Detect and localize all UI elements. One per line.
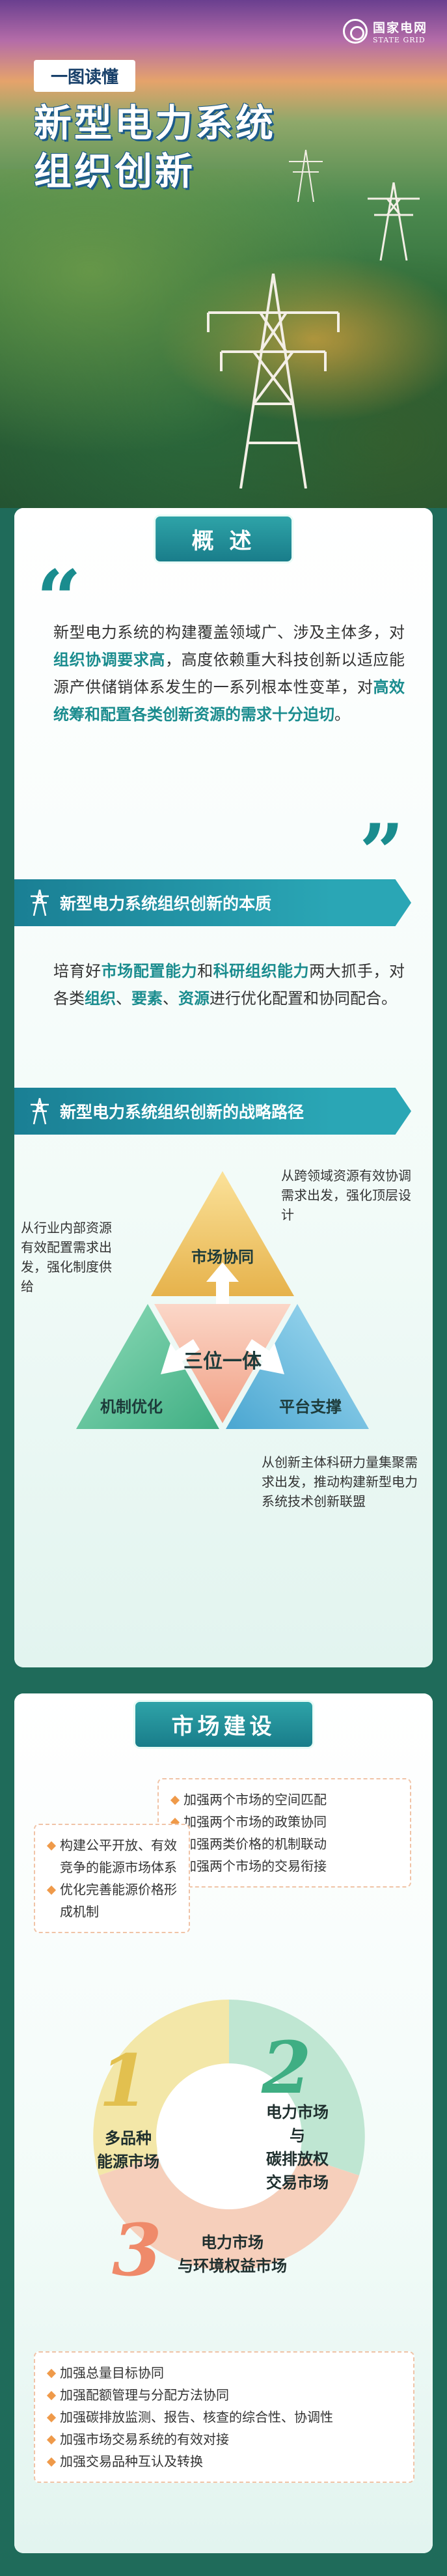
market-box-bottom: 加强总量目标协同 加强配额管理与分配方法协同 加强碳排放监测、报告、核查的综合性… (34, 2351, 414, 2483)
triad-top-triangle (151, 1171, 294, 1296)
ring-label-1: 多品种能源市场 (97, 2129, 159, 2171)
overview-section-title: 概 述 (153, 515, 294, 563)
close-quote-icon: ” (359, 807, 405, 899)
list-item: 优化完善能源价格形成机制 (47, 1878, 177, 1923)
triad-center-label: 三位一体 (183, 1350, 262, 1373)
logo-chinese-text: 国家电网 (372, 21, 427, 35)
state-grid-logo: 国家电网 STATE GRID (342, 18, 427, 44)
triad-right-triangle (226, 1304, 369, 1429)
tower-icon (31, 1097, 49, 1125)
arrow-left-icon (161, 1339, 200, 1374)
triad-top-label: 市场协同 (191, 1248, 254, 1266)
list-item: 加强两类价格的机制联动 (170, 1833, 398, 1855)
ring-number-1: 1 (99, 2039, 149, 2123)
essence-banner: 新型电力系统组织创新的本质 (14, 879, 411, 926)
triad-diagram (76, 1171, 369, 1429)
list-item: 加强两个市场的交易衔接 (170, 1855, 398, 1877)
triad-note-top: 从跨领域资源有效协调需求出发，强化顶层设计 (281, 1168, 411, 1223)
forest-background (0, 169, 447, 508)
essence-banner-text: 新型电力系统组织创新的本质 (60, 894, 272, 913)
transmission-tower-icon (207, 274, 340, 488)
transmission-tower-icon (289, 150, 323, 202)
ring-label-3: 电力市场与环境权益市场 (178, 2233, 287, 2275)
ring-segment-1 (93, 2000, 229, 2175)
market-ring-diagram (93, 2000, 365, 2271)
list-item: 构建公平开放、有效竞争的能源市场体系 (47, 1834, 177, 1878)
triad-left-triangle (76, 1304, 219, 1429)
path-banner-text: 新型电力系统组织创新的战略路径 (60, 1103, 305, 1122)
title-line-2: 组织创新 (34, 149, 196, 193)
list-item: 加强市场交易系统的有效对接 (47, 2428, 401, 2450)
ring-number-3: 3 (112, 2208, 162, 2292)
tower-icon (31, 889, 49, 916)
page-title: 新型电力系统 组织创新 (34, 99, 276, 195)
list-item: 加强碳排放监测、报告、核查的综合性、协调性 (47, 2406, 401, 2428)
market-section-title: 市场建设 (133, 1700, 314, 1749)
arrow-right-icon (245, 1339, 284, 1374)
arrow-up-icon (206, 1262, 239, 1304)
list-item: 加强两个市场的政策协同 (170, 1811, 398, 1833)
market-box-right: 加强两个市场的空间匹配 加强两个市场的政策协同 加强两类价格的机制联动 加强两个… (157, 1778, 411, 1888)
list-item: 加强总量目标协同 (47, 2362, 401, 2384)
open-quote-icon: “ (36, 553, 82, 645)
title-line-1: 新型电力系统 (34, 101, 277, 145)
triad-center-triangle (154, 1304, 291, 1423)
triad-note-right: 从创新主体科研力量集聚需求出发，推动构建新型电力系统技术创新联盟 (262, 1454, 418, 1509)
transmission-tower-icon (368, 182, 420, 261)
path-banner: 新型电力系统组织创新的战略路径 (14, 1088, 411, 1135)
essence-paragraph: 培育好市场配置能力和科研组织能力两大抓手，对各类组织、要素、资源进行优化配置和协… (53, 962, 405, 1008)
ring-number-2: 2 (262, 2026, 312, 2110)
ring-segment-2 (229, 2000, 365, 2175)
market-box-left: 构建公平开放、有效竞争的能源市场体系 优化完善能源价格形成机制 (34, 1824, 190, 1933)
triad-note-left: 从行业内部资源有效配置需求出发，强化制度供给 (21, 1220, 112, 1294)
list-item: 加强交易品种互认及转换 (47, 2450, 401, 2472)
ring-segment-3 (99, 2156, 359, 2271)
overview-card: 概 述 “ 新型电力系统的构建覆盖领域广、涉及主体多，对组织协调要求高，高度依赖… (14, 508, 433, 1667)
market-card: 市场建设 加强两个市场的空间匹配 加强两个市场的政策协同 加强两类价格的机制联动… (14, 1693, 433, 2553)
state-grid-logo-icon (342, 19, 368, 44)
triad-left-label: 机制优化 (100, 1398, 163, 1416)
hero-banner: 国家电网 STATE GRID 一图读懂 新型电力系统 组织创新 (0, 0, 447, 508)
list-item: 加强配额管理与分配方法协同 (47, 2384, 401, 2406)
header-tag: 一图读懂 (34, 60, 136, 92)
triad-right-label: 平台支撑 (279, 1398, 342, 1416)
overview-paragraph: 新型电力系统的构建覆盖领域广、涉及主体多，对组织协调要求高，高度依赖重大科技创新… (53, 623, 405, 724)
ring-label-2: 电力市场与碳排放权交易市场 (266, 2103, 329, 2192)
list-item: 加强两个市场的空间匹配 (170, 1789, 398, 1811)
logo-english-text: STATE GRID (372, 36, 426, 44)
